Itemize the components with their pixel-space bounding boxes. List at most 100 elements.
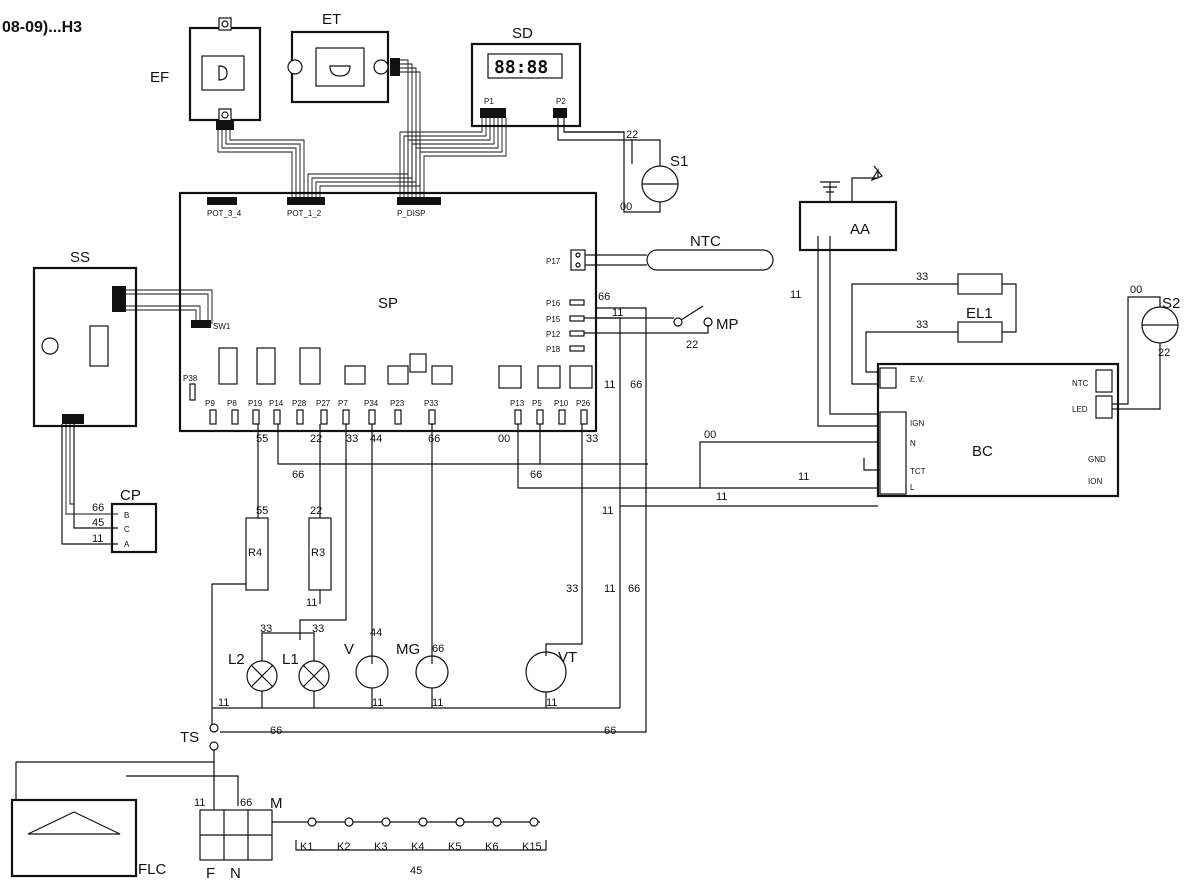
r3-resistor	[308, 517, 332, 591]
r3-wire-22: 22	[310, 505, 322, 517]
l1-wire-33: 33	[312, 623, 324, 635]
aa-wire-11: 11	[790, 289, 801, 301]
sp-bottom-wiring	[211, 307, 878, 733]
sp-pin-label-p26: P26	[576, 399, 591, 408]
sp-pin-p10	[558, 409, 566, 425]
sp-pin-p34	[368, 409, 376, 425]
ef-label: EF	[150, 69, 169, 86]
l2-wire-33: 33	[260, 623, 272, 635]
m-wire-66: 66	[240, 797, 252, 809]
sp-pin-label-p34: P34	[364, 399, 379, 408]
pin-wire-33b: 33	[586, 433, 598, 445]
sd-display-readout: 88:88	[494, 57, 548, 78]
pin-wire-22: 22	[310, 433, 322, 445]
vt-label: VT	[558, 649, 577, 666]
s1-wire-00: 00	[620, 201, 632, 213]
cp-pin-c: C	[124, 525, 130, 534]
sp-pin-label-p8: P8	[227, 399, 237, 408]
sp-pin-p13	[514, 409, 522, 425]
p12-label: P12	[546, 330, 561, 339]
r3-wire-11: 11	[306, 597, 317, 609]
sp-pin-p8	[231, 409, 239, 425]
aa-module	[798, 200, 898, 252]
ts-label: TS	[180, 729, 199, 746]
l1-label: L1	[282, 651, 299, 668]
k-terminal-k15	[529, 817, 539, 827]
mg-label: MG	[396, 641, 420, 658]
l2-label: L2	[228, 651, 245, 668]
k-label-k6: K6	[485, 841, 498, 853]
m-wire-11: 11	[194, 797, 205, 809]
cp-module	[110, 502, 158, 554]
p38-label: P38	[183, 374, 198, 383]
k-terminal-k5	[455, 817, 465, 827]
bc-n: N	[910, 439, 916, 448]
mp-label: MP	[716, 316, 739, 333]
sp-pin-label-p9: P9	[205, 399, 215, 408]
bc-ntc: NTC	[1072, 379, 1089, 388]
terminal-n-label: N	[230, 865, 241, 882]
ss-module	[32, 266, 138, 428]
k-label-k5: K5	[448, 841, 461, 853]
pin-wire-33: 33	[346, 433, 358, 445]
k-terminal-k3	[381, 817, 391, 827]
bus-l-11: 11	[218, 697, 229, 709]
mg-wire-66: 66	[432, 643, 444, 655]
cp-pin-b: B	[124, 511, 129, 520]
sp-pin-label-p10: P10	[554, 399, 569, 408]
bus-wire-66b: 66	[530, 469, 542, 481]
ef-module	[188, 17, 262, 130]
k-label-k3: K3	[374, 841, 387, 853]
sp-pin-p23	[394, 409, 402, 425]
r4-wire-55: 55	[256, 505, 268, 517]
aa-label: AA	[850, 221, 870, 238]
el-wire-33b: 33	[916, 319, 928, 331]
mid-wire-66: 66	[628, 583, 640, 595]
bc-l: L	[910, 483, 915, 492]
mp-wire-22: 22	[686, 339, 698, 351]
sp-pin-p27	[320, 409, 328, 425]
p-disp-label: P_DISP	[397, 209, 425, 218]
bus-wire-11: 11	[602, 505, 613, 517]
r4-label: R4	[248, 547, 262, 559]
p-disp-connector	[397, 197, 441, 205]
k-label-k15: K15	[522, 841, 542, 853]
sp-pin-p7	[342, 409, 350, 425]
sd-display-module: 88:88	[470, 42, 582, 128]
lamp-l2	[246, 660, 278, 692]
sd-p1-label: P1	[484, 97, 494, 106]
k-terminal-k1	[307, 817, 317, 827]
et-module	[287, 30, 400, 104]
sd-label: SD	[512, 25, 533, 42]
ts-wire-66: 66	[270, 725, 282, 737]
s1-label: S1	[670, 153, 688, 170]
sw1-label: SW1	[213, 322, 231, 331]
r3-label: R3	[311, 547, 325, 559]
flc-module	[10, 798, 138, 878]
pot-1-2-connector	[287, 197, 325, 205]
s1-wire-22: 22	[626, 129, 638, 141]
bc-label: BC	[972, 443, 993, 460]
k-terminal-k2	[344, 817, 354, 827]
sw1-connector	[191, 320, 211, 328]
sd-p2-label: P2	[556, 97, 566, 106]
m-label: M	[270, 795, 283, 812]
p17-label: P17	[546, 257, 561, 266]
sp-pin-label-p23: P23	[390, 399, 405, 408]
p15-label: P15	[546, 315, 561, 324]
el-wire-33a: 33	[916, 271, 928, 283]
k-label-k1: K1	[300, 841, 313, 853]
pot-3-4-connector	[207, 197, 237, 205]
v-wire-44: 44	[370, 627, 382, 639]
pin-wire-66: 66	[428, 433, 440, 445]
pot-1-2-label: POT_1_2	[287, 209, 322, 218]
k-label-k4: K4	[411, 841, 424, 853]
k-terminal-k6	[492, 817, 502, 827]
sp-pin-p33	[428, 409, 436, 425]
bc-ion: ION	[1088, 477, 1102, 486]
sp-wire-11: 11	[612, 307, 623, 319]
diagram-title: 08-09)...H3	[2, 19, 82, 36]
sp-pin-p9	[209, 409, 217, 425]
bus-wire-66: 66	[292, 469, 304, 481]
s1-sensor	[557, 118, 679, 213]
